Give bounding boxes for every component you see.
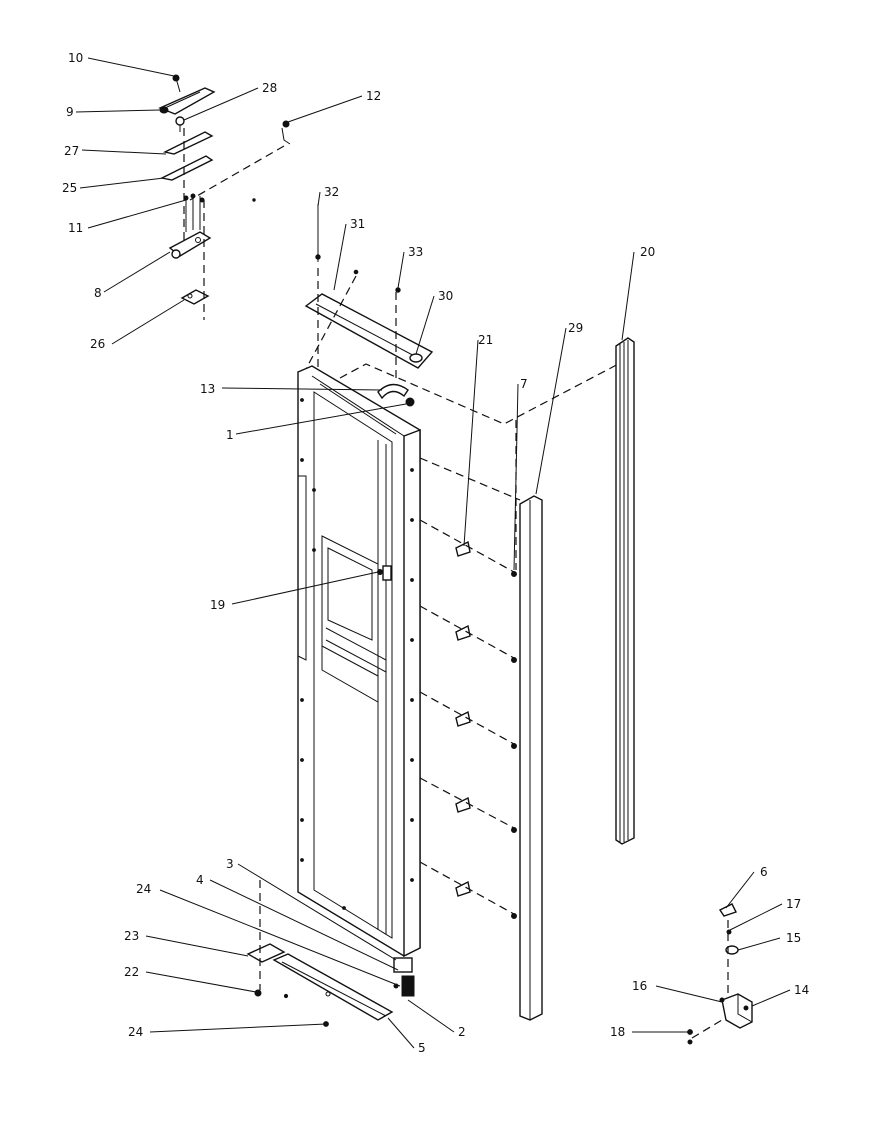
- callout-16: 16: [632, 979, 647, 993]
- side-trim: [519, 495, 543, 1021]
- callout-31: 31: [350, 217, 365, 231]
- callout-17: 17: [786, 897, 801, 911]
- callout-2: 2: [458, 1025, 466, 1039]
- top-hinge-assembly: [158, 74, 291, 320]
- top-cap-assembly: [299, 204, 434, 420]
- callout-14: 14: [794, 983, 809, 997]
- callout-20: 20: [640, 245, 655, 259]
- callout-13: 13: [200, 382, 215, 396]
- callout-1: 1: [226, 428, 234, 442]
- callout-24-bottom: 24: [128, 1025, 143, 1039]
- callout-3: 3: [226, 857, 234, 871]
- callout-23: 23: [124, 929, 139, 943]
- callout-28: 28: [262, 81, 277, 95]
- bottom-right-parts: [687, 903, 753, 1045]
- callout-24-top: 24: [136, 882, 151, 896]
- door-gasket: [615, 337, 635, 845]
- callout-5: 5: [418, 1041, 426, 1055]
- frame-holes: [300, 398, 414, 910]
- clips-and-screws: [419, 420, 521, 919]
- callout-29: 29: [568, 321, 583, 335]
- callout-27: 27: [64, 144, 79, 158]
- callout-32: 32: [324, 185, 339, 199]
- callout-22: 22: [124, 965, 139, 979]
- callout-6: 6: [760, 865, 768, 879]
- callout-18: 18: [610, 1025, 625, 1039]
- callout-26: 26: [90, 337, 105, 351]
- callout-10: 10: [68, 51, 83, 65]
- callout-15: 15: [786, 931, 801, 945]
- callout-4: 4: [196, 873, 204, 887]
- callout-30: 30: [438, 289, 453, 303]
- bottom-left-parts: [246, 880, 394, 1027]
- callout-9: 9: [66, 105, 74, 119]
- callout-11: 11: [68, 221, 83, 235]
- assembly-line-top: [339, 359, 627, 425]
- callout-25: 25: [62, 181, 77, 195]
- callout-7: 7: [520, 377, 528, 391]
- callout-8: 8: [94, 286, 102, 300]
- callout-19: 19: [210, 598, 225, 612]
- callout-12: 12: [366, 89, 381, 103]
- leader-lines: [75, 57, 791, 1049]
- door-frame: [297, 365, 421, 997]
- callout-labels: 10 28 9 12 27 25 11 32 31 33 8 30 20 26 …: [62, 51, 809, 1055]
- callout-21: 21: [478, 333, 493, 347]
- callout-33: 33: [408, 245, 423, 259]
